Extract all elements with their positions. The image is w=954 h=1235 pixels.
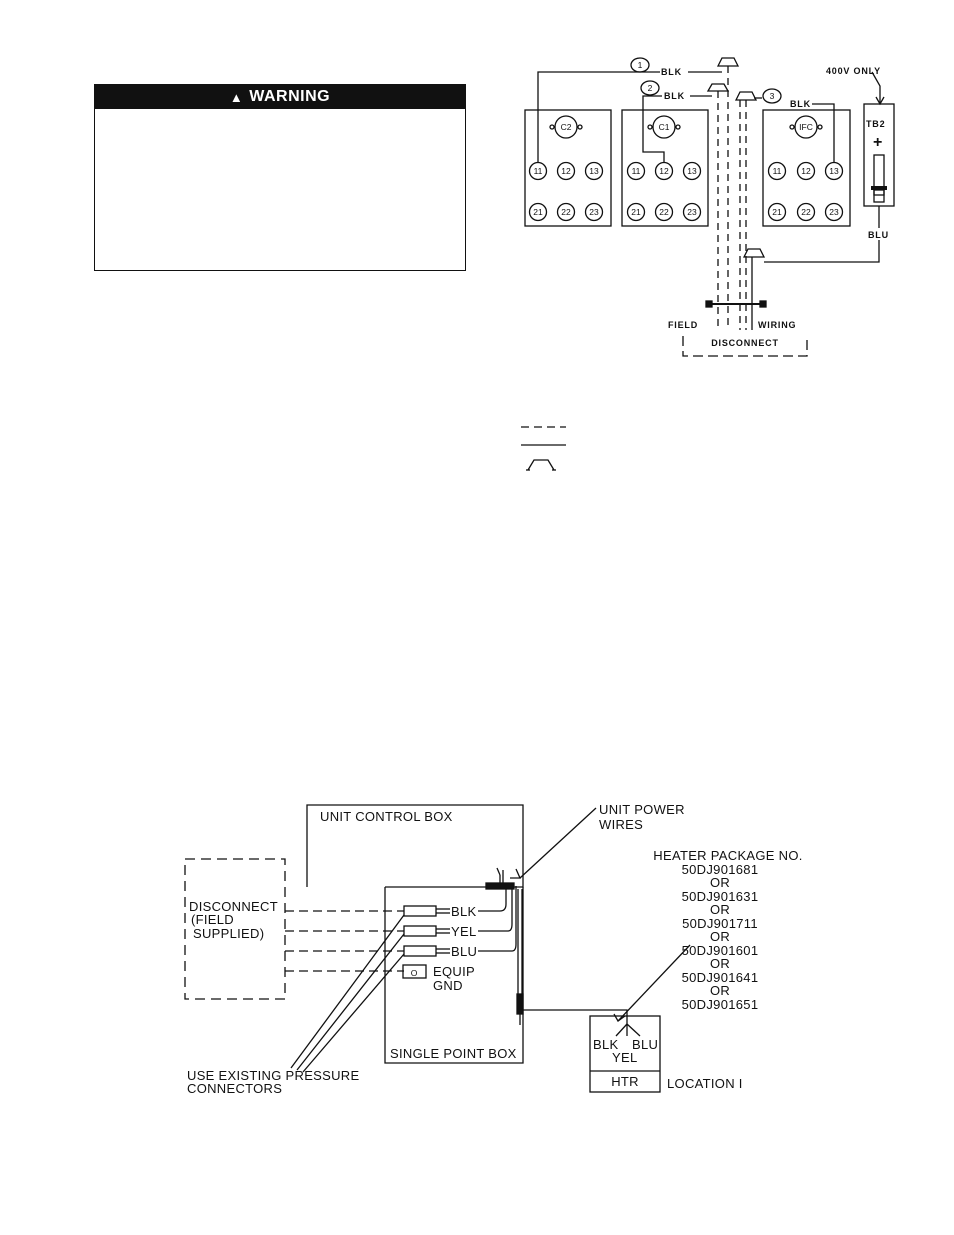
heater-package-4: 50DJ901601 — [682, 943, 759, 958]
tb2-label: TB2 — [866, 119, 885, 129]
connector-label-blk: BLK — [451, 904, 477, 919]
c2-t21: 21 — [533, 207, 543, 217]
heater-or-2: OR — [710, 902, 730, 917]
htr-wire-blk: BLK — [593, 1037, 619, 1052]
c2-t13: 13 — [589, 166, 599, 176]
heater-package-3: 50DJ901711 — [682, 916, 758, 931]
heater-package-2: 50DJ901631 — [682, 889, 759, 904]
disconnect-line1: DISCONNECT — [189, 899, 278, 914]
unit-power-wires-line1: UNIT POWER — [599, 802, 685, 817]
unit-control-box-label: UNIT CONTROL BOX — [320, 809, 453, 824]
use-existing-line2: CONNECTORS — [187, 1081, 282, 1096]
wire-label-blk-2: BLK — [664, 91, 685, 101]
callout-2: 2 — [648, 83, 653, 93]
htr-wire-yel: YEL — [612, 1050, 637, 1065]
c1-t11: 11 — [632, 166, 641, 176]
wiring-label: WIRING — [758, 320, 796, 330]
connector-label-yel: YEL — [451, 924, 476, 939]
ifc-t12: 12 — [801, 166, 811, 176]
disconnect-box — [184, 858, 286, 1000]
c1-t12: 12 — [659, 166, 669, 176]
tb2-plus: + — [873, 134, 882, 151]
c2-t12: 12 — [561, 166, 571, 176]
warning-header: ▲ WARNING — [95, 85, 465, 109]
single-point-box-label: SINGLE POINT BOX — [390, 1046, 517, 1061]
wire-label-blk-1: BLK — [661, 67, 682, 77]
c2-t11: 11 — [534, 166, 543, 176]
ifc-t13: 13 — [829, 166, 839, 176]
c2-t23: 23 — [589, 207, 599, 217]
callout-1: 1 — [638, 60, 643, 70]
contactor-c2-box — [524, 109, 612, 227]
field-label: FIELD — [668, 320, 698, 330]
contactor-ifc-box — [762, 109, 851, 227]
gnd-symbol: O — [411, 968, 418, 978]
connector-label-blu: BLU — [451, 944, 477, 959]
c1-t23: 23 — [687, 207, 697, 217]
equip-gnd-line2: GND — [433, 978, 463, 993]
contactor-c1-box — [621, 109, 709, 227]
ifc-t21: 21 — [772, 207, 782, 217]
heater-package-1: 50DJ901681 — [682, 862, 759, 877]
coil-ifc: IFC — [799, 122, 813, 132]
ifc-t22: 22 — [801, 207, 811, 217]
coil-c1: C1 — [659, 122, 670, 132]
htr-label: HTR — [611, 1074, 639, 1089]
ifc-t23: 23 — [829, 207, 839, 217]
disconnect-line3: SUPPLIED) — [193, 926, 264, 941]
use-existing-line1: USE EXISTING PRESSURE — [187, 1068, 359, 1083]
disconnect-label: DISCONNECT — [711, 338, 779, 348]
warning-box: ▲ WARNING — [94, 84, 466, 271]
ifc-t11: 11 — [773, 166, 782, 176]
c1-t22: 22 — [659, 207, 669, 217]
location-label: LOCATION I — [667, 1076, 743, 1091]
htr-wire-blu: BLU — [632, 1037, 658, 1052]
warning-triangle-icon: ▲ — [229, 89, 244, 105]
heater-or-4: OR — [710, 956, 730, 971]
unit-control-box — [306, 804, 524, 888]
c1-t13: 13 — [687, 166, 697, 176]
heater-package-6: 50DJ901651 — [682, 997, 759, 1012]
unit-power-wires-line2: WIRES — [599, 817, 643, 832]
single-point-box — [384, 887, 524, 1064]
heater-or-3: OR — [710, 929, 730, 944]
voltage-note: 400V ONLY — [826, 66, 881, 76]
wire-label-blu: BLU — [868, 230, 889, 240]
wire-label-blk-3: BLK — [790, 99, 811, 109]
heater-or-5: OR — [710, 983, 730, 998]
heater-package-5: 50DJ901641 — [682, 970, 759, 985]
c1-t21: 21 — [631, 207, 641, 217]
heater-package-title: HEATER PACKAGE NO. — [653, 848, 802, 863]
c2-t22: 22 — [561, 207, 571, 217]
equip-gnd-lug — [402, 964, 427, 979]
warning-title: WARNING — [249, 88, 331, 105]
disconnect-line2: (FIELD — [191, 912, 234, 927]
coil-c2: C2 — [561, 122, 572, 132]
callout-3: 3 — [770, 91, 775, 101]
equip-gnd-line1: EQUIP — [433, 964, 475, 979]
heater-or-1: OR — [710, 875, 730, 890]
